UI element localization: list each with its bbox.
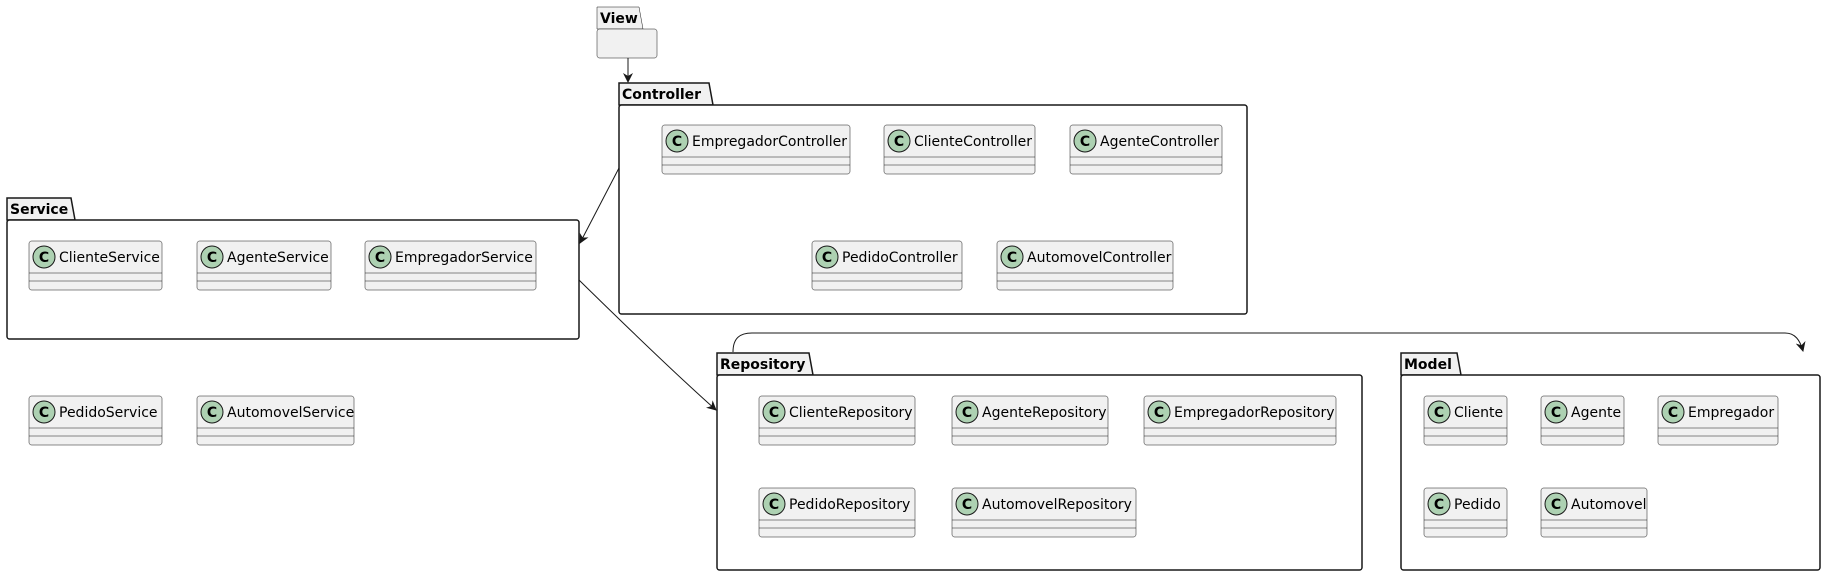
package-name: Service [10, 202, 68, 218]
class-stereotype-letter: C [1551, 497, 1561, 513]
class-name: ClienteService [59, 250, 160, 266]
class-name: Automovel [1571, 497, 1647, 513]
class-stereotype-letter: C [375, 250, 385, 266]
class-name: AgenteController [1100, 134, 1219, 150]
class-box[interactable]: C AgenteRepository [951, 395, 1109, 446]
class-name: AutomovelRepository [982, 497, 1132, 513]
package-view: View [596, 6, 658, 59]
class-stereotype-icon [815, 245, 839, 269]
class-name: ClienteController [914, 134, 1032, 150]
class-stereotype-icon [665, 129, 689, 153]
class-box[interactable]: C Cliente [1423, 395, 1508, 446]
package-name: Model [1404, 357, 1452, 373]
class-stereotype-letter: C [1434, 405, 1444, 421]
class-stereotype-letter: C [962, 497, 972, 513]
class-stereotype-icon [200, 400, 224, 424]
class-name: AgenteRepository [982, 405, 1107, 421]
class-stereotype-letter: C [1154, 405, 1164, 421]
class-box[interactable]: C PedidoRepository [758, 487, 916, 538]
class-stereotype-icon [887, 129, 911, 153]
class-box[interactable]: C Pedido [1423, 487, 1508, 538]
class-box[interactable]: C Empregador [1657, 395, 1779, 446]
class-box[interactable]: C ClienteRepository [758, 395, 916, 446]
dependency-repository-to-model [732, 332, 1806, 353]
class-box[interactable]: C EmpregadorService [364, 240, 537, 291]
class-name: EmpregadorService [395, 250, 533, 266]
class-box[interactable]: C PedidoController [811, 240, 963, 291]
class-stereotype-letter: C [769, 405, 779, 421]
class-name: ClienteRepository [789, 405, 913, 421]
class-box[interactable]: C Agente [1540, 395, 1625, 446]
class-stereotype-icon [1544, 400, 1568, 424]
class-stereotype-icon [762, 400, 786, 424]
class-stereotype-icon [1661, 400, 1685, 424]
class-name: AgenteService [227, 250, 329, 266]
class-stereotype-icon [762, 492, 786, 516]
class-stereotype-letter: C [1080, 134, 1090, 150]
class-stereotype-icon [1427, 492, 1451, 516]
class-name: PedidoController [842, 250, 958, 266]
class-stereotype-icon [368, 245, 392, 269]
package-name: View [600, 11, 638, 27]
class-box[interactable]: C AgenteService [196, 240, 332, 291]
class-stereotype-letter: C [207, 250, 217, 266]
package-name: Controller [622, 87, 701, 103]
class-name: AutomovelController [1027, 250, 1172, 266]
class-stereotype-letter: C [39, 250, 49, 266]
class-name: Cliente [1454, 405, 1503, 421]
class-stereotype-icon [1073, 129, 1097, 153]
class-stereotype-letter: C [1007, 250, 1017, 266]
class-name: PedidoRepository [789, 497, 910, 513]
class-stereotype-icon [955, 492, 979, 516]
class-box[interactable]: C Automovel [1540, 487, 1648, 538]
class-stereotype-letter: C [1551, 405, 1561, 421]
class-stereotype-letter: C [894, 134, 904, 150]
class-stereotype-letter: C [769, 497, 779, 513]
class-box[interactable]: C AgenteController [1069, 124, 1223, 175]
class-box[interactable]: C AutomovelController [996, 240, 1174, 291]
class-name: AutomovelService [227, 405, 354, 421]
class-name: Pedido [1454, 497, 1501, 513]
class-stereotype-letter: C [962, 405, 972, 421]
class-stereotype-icon [1000, 245, 1024, 269]
class-box[interactable]: C EmpregadorController [661, 124, 851, 175]
class-stereotype-letter: C [39, 405, 49, 421]
class-stereotype-icon [1147, 400, 1171, 424]
class-box[interactable]: C AutomovelService [196, 395, 355, 446]
class-name: Agente [1571, 405, 1621, 421]
class-box[interactable]: C ClienteService [28, 240, 163, 291]
class-name: Empregador [1688, 405, 1774, 421]
class-stereotype-letter: C [672, 134, 682, 150]
class-box[interactable]: C PedidoService [28, 395, 163, 446]
class-name: PedidoService [59, 405, 158, 421]
class-stereotype-letter: C [1434, 497, 1444, 513]
class-stereotype-letter: C [822, 250, 832, 266]
class-box[interactable]: C AutomovelRepository [951, 487, 1137, 538]
class-stereotype-icon [200, 245, 224, 269]
class-name: EmpregadorRepository [1174, 405, 1335, 421]
dependency-service-to-repository [578, 279, 717, 411]
package-frame [596, 28, 658, 59]
class-stereotype-letter: C [1668, 405, 1678, 421]
class-name: EmpregadorController [692, 134, 847, 150]
class-stereotype-icon [955, 400, 979, 424]
package-name: Repository [720, 357, 805, 373]
class-stereotype-icon [32, 400, 56, 424]
class-box[interactable]: C EmpregadorRepository [1143, 395, 1337, 446]
class-stereotype-icon [32, 245, 56, 269]
class-box[interactable]: C ClienteController [883, 124, 1036, 175]
class-stereotype-letter: C [207, 405, 217, 421]
dependency-controller-to-service [579, 167, 620, 244]
class-stereotype-icon [1544, 492, 1568, 516]
class-stereotype-icon [1427, 400, 1451, 424]
